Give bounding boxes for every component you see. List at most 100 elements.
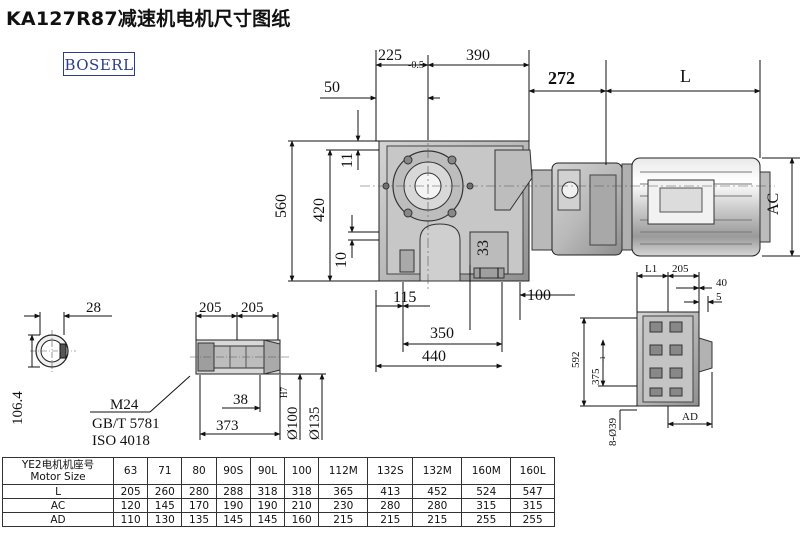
dim-225: 225 xyxy=(378,47,402,64)
dim-115: 115 xyxy=(393,289,416,306)
shaft-side-view-labels: 205 205 38 373 Ø100 H7 Ø135 M24 GB/T 578… xyxy=(92,300,323,449)
table-cell: 413 xyxy=(367,484,414,499)
table-cell: 365 xyxy=(318,484,369,499)
table-header-row: YE2电机机座号 Motor Size 63 71 80 90S 90L 100… xyxy=(2,457,555,485)
table-header-cell: 132M xyxy=(412,457,463,485)
page-title: KA127R87减速机电机尺寸图纸 xyxy=(6,8,291,30)
table-header-cell: 63 xyxy=(112,457,149,485)
dim-375-tolerance: -1 xyxy=(599,356,607,362)
table-cell: 318 xyxy=(284,484,320,499)
table-cell: 215 xyxy=(318,512,369,527)
table-cell: 524 xyxy=(461,484,512,499)
table-cell: 255 xyxy=(510,512,555,527)
table-cell: 230 xyxy=(318,498,369,513)
dim-50: 50 xyxy=(324,79,340,96)
table-cell: 145 xyxy=(147,498,183,513)
table-cell: 452 xyxy=(412,484,463,499)
table-cell: 260 xyxy=(147,484,183,499)
motor-size-table: YE2电机机座号 Motor Size 63 71 80 90S 90L 100… xyxy=(2,457,555,527)
shaft-cross-section xyxy=(24,312,112,372)
side-view-labels: L1 205 40 5 592 375 -1 8-Ø39 AD xyxy=(570,263,728,446)
table-cell: 145 xyxy=(249,512,286,527)
standard-iso: ISO 4018 xyxy=(92,433,150,449)
dim-390: 390 xyxy=(466,47,490,64)
table-cell: 215 xyxy=(367,512,414,527)
dim-440: 440 xyxy=(422,348,446,365)
table-cell: 160 xyxy=(284,512,320,527)
standard-gbt: GB/T 5781 xyxy=(92,416,160,432)
dim-motor-length: L xyxy=(680,66,691,86)
shaft-cross-section-labels: 28 106.4 xyxy=(10,300,101,425)
dim-205-b: 205 xyxy=(241,300,264,316)
dim-40: 40 xyxy=(716,277,728,289)
table-header-cell: 160L xyxy=(510,457,555,485)
table-header-cell: 80 xyxy=(181,457,217,485)
main-view xyxy=(288,50,800,372)
table-row-label: L xyxy=(2,484,114,499)
table-cell: 280 xyxy=(412,498,463,513)
table-cell: 280 xyxy=(181,484,217,499)
table-cell: 315 xyxy=(461,498,512,513)
dim-ac: AC xyxy=(765,193,782,215)
side-view xyxy=(580,272,722,430)
dim-l1: L1 xyxy=(645,263,657,275)
table-header-cell: 160M xyxy=(461,457,512,485)
table-header-label: YE2电机机座号 Motor Size xyxy=(2,457,114,485)
table-cell: 190 xyxy=(249,498,286,513)
table-row-label: AC xyxy=(2,498,114,513)
dim-100: 100 xyxy=(527,287,551,304)
dim-592: 592 xyxy=(570,352,582,369)
table-cell: 288 xyxy=(215,484,251,499)
dim-560: 560 xyxy=(273,194,290,218)
dim-205-side: 205 xyxy=(672,263,689,275)
dim-205-a: 205 xyxy=(199,300,222,316)
dim-ad: AD xyxy=(682,411,698,423)
table-cell: 120 xyxy=(112,498,149,513)
dim-d100: Ø100 xyxy=(285,407,301,440)
table-header-cell: 90S xyxy=(215,457,251,485)
table-cell: 130 xyxy=(147,512,183,527)
table-cell: 318 xyxy=(249,484,286,499)
dim-373: 373 xyxy=(216,418,239,434)
table-cell: 110 xyxy=(112,512,149,527)
table-row: AC 120 145 170 190 190 210 230 280 280 3… xyxy=(2,498,555,513)
table-cell: 170 xyxy=(181,498,217,513)
dim-272: 272 xyxy=(548,68,575,88)
dim-375: 375 xyxy=(590,368,602,385)
table-row: L 205 260 280 288 318 318 365 413 452 52… xyxy=(2,484,555,499)
dim-d135: Ø135 xyxy=(307,407,323,440)
thread-spec: M24 xyxy=(110,397,139,413)
dim-225-tolerance: -0.5 xyxy=(408,60,424,71)
dim-d100-tolerance: H7 xyxy=(279,387,289,398)
table-header-cell: 71 xyxy=(147,457,183,485)
table-row-label: AD xyxy=(2,512,114,527)
table-row: AD 110 130 135 145 145 160 215 215 215 2… xyxy=(2,512,555,527)
shaft-side-view xyxy=(90,312,326,440)
dim-bolt-holes: 8-Ø39 xyxy=(607,417,619,446)
gearbox-housing xyxy=(378,140,533,282)
dim-420: 420 xyxy=(311,198,328,222)
table-cell: 547 xyxy=(510,484,555,499)
table-cell: 205 xyxy=(112,484,149,499)
table-cell: 135 xyxy=(181,512,217,527)
table-cell: 280 xyxy=(367,498,414,513)
dim-38: 38 xyxy=(233,392,248,408)
table-header-cell: 100 xyxy=(284,457,320,485)
brand-logo: BOSERL xyxy=(63,52,135,76)
table-cell: 315 xyxy=(510,498,555,513)
dim-11: 11 xyxy=(339,153,356,168)
intermediate-stage xyxy=(531,162,623,256)
table-cell: 215 xyxy=(412,512,463,527)
dim-28: 28 xyxy=(86,300,101,316)
dim-106-4: 106.4 xyxy=(10,391,26,425)
dim-10: 10 xyxy=(333,252,350,268)
table-header-cell: 112M xyxy=(318,457,369,485)
electric-motor xyxy=(621,157,771,257)
main-view-labels: 225 -0.5 390 272 L 50 560 420 11 10 33 A… xyxy=(273,47,782,365)
dim-5: 5 xyxy=(716,291,722,303)
table-cell: 210 xyxy=(284,498,320,513)
dim-33: 33 xyxy=(475,240,492,256)
dim-350: 350 xyxy=(430,325,454,342)
table-cell: 190 xyxy=(215,498,251,513)
